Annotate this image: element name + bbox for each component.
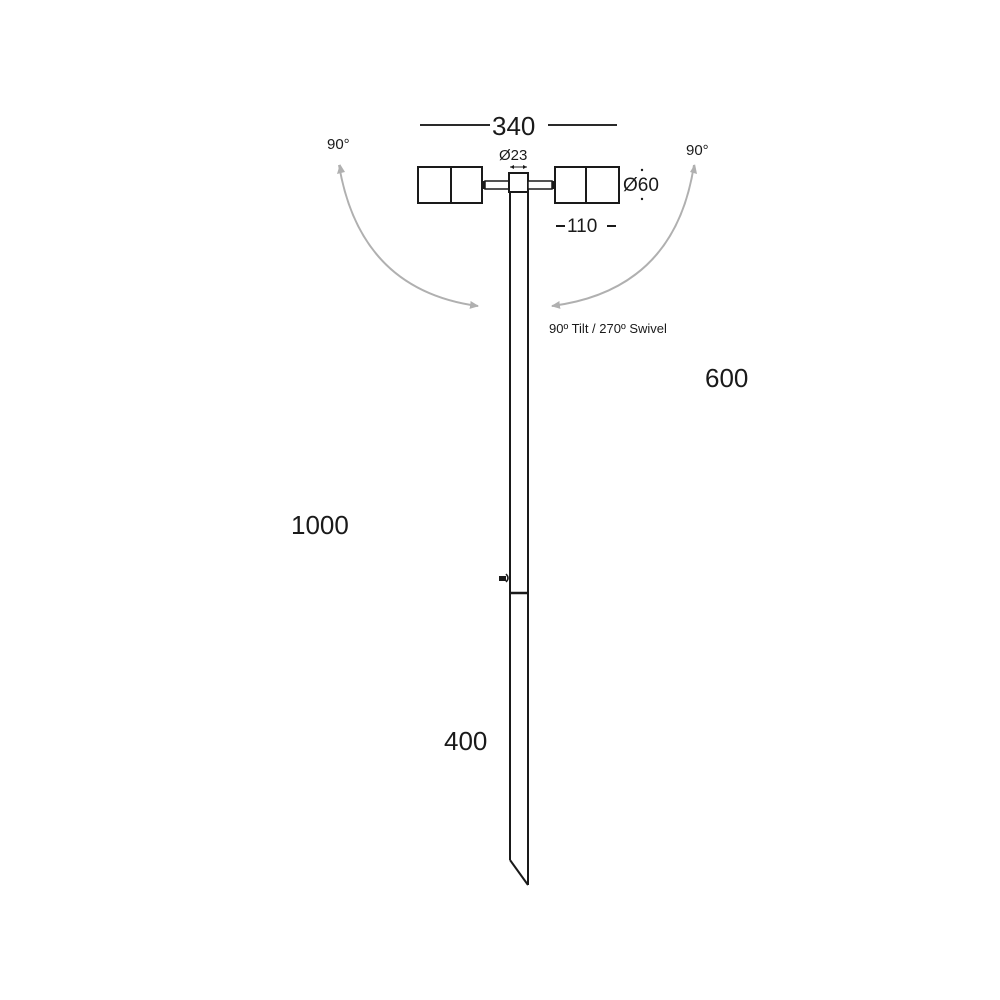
spike-length-label: 400 bbox=[444, 726, 488, 756]
right-tilt-angle-label: 90° bbox=[686, 142, 709, 159]
head-diameter-label: Ø60 bbox=[623, 175, 659, 196]
overall-width-label: 340 bbox=[492, 111, 536, 141]
left-tilt-arrow-head bbox=[337, 164, 345, 174]
tilt-swivel-note: 90º Tilt / 270º Swivel bbox=[549, 321, 667, 336]
right-tilt-arc bbox=[551, 164, 695, 309]
central-hub bbox=[508, 172, 529, 193]
overall-height-label: 1000 bbox=[291, 510, 349, 540]
left-lamp-head bbox=[417, 166, 485, 204]
left-tilt-angle-label: 90° bbox=[327, 136, 350, 153]
head-length-label: 110 bbox=[567, 216, 598, 237]
head-diameter-marker bbox=[640, 168, 644, 201]
right-lamp-head bbox=[552, 166, 620, 204]
stem-diameter-marker bbox=[510, 165, 527, 169]
pole-screw bbox=[499, 573, 509, 583]
pole-stem bbox=[509, 192, 529, 886]
left-tilt-arc bbox=[338, 164, 479, 309]
right-tilt-arrow-head bbox=[690, 164, 697, 174]
left-arm bbox=[484, 180, 510, 190]
stem-diameter-label: Ø23 bbox=[499, 147, 528, 164]
above-ground-height-label: 600 bbox=[705, 363, 749, 393]
right-arm bbox=[527, 180, 553, 190]
